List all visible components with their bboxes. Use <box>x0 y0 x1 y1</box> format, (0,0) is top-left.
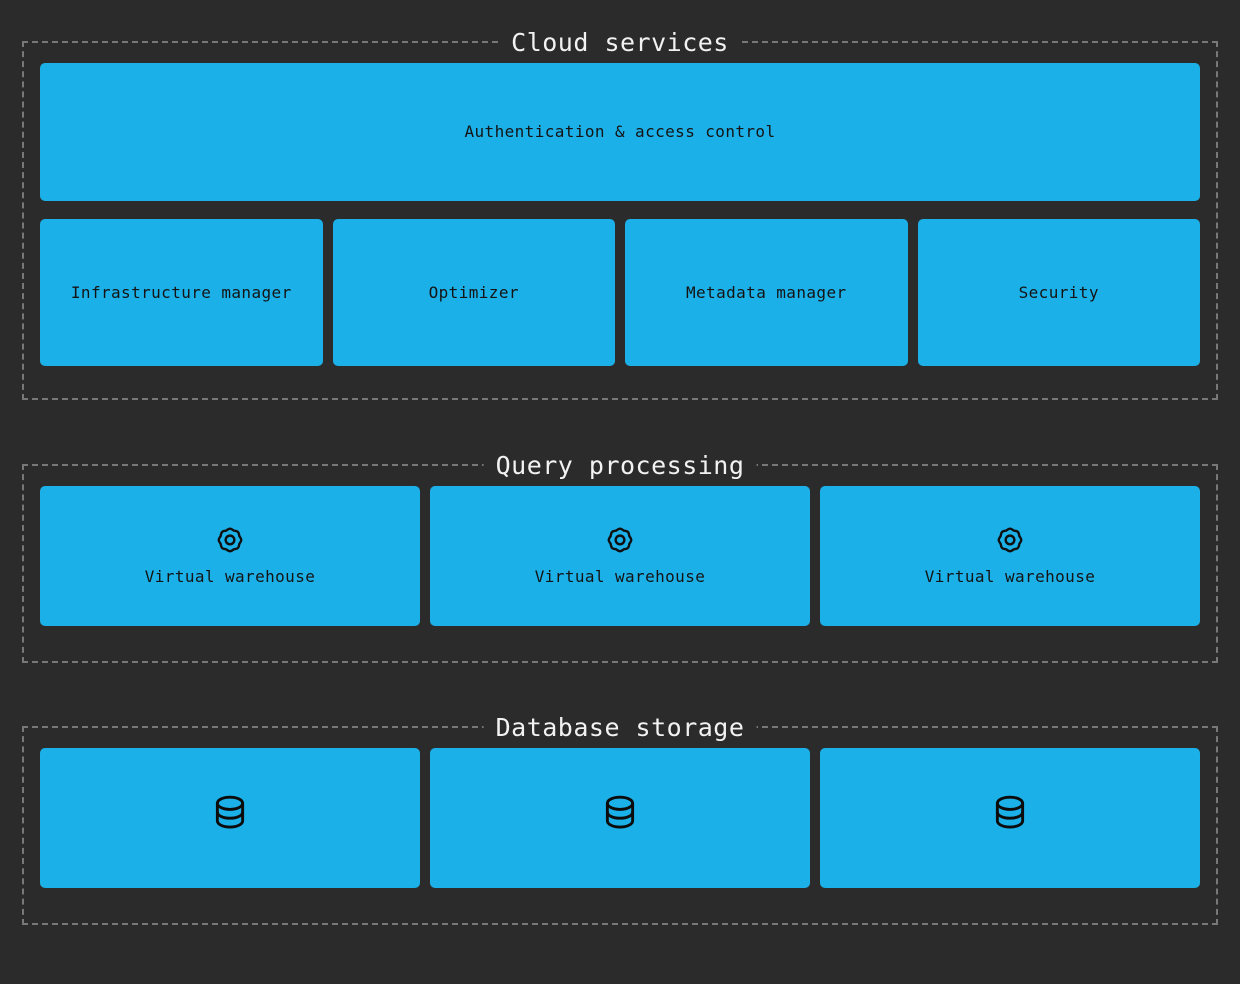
node-label: Virtual warehouse <box>534 567 706 586</box>
section-title-cloud-services: Cloud services <box>499 28 741 58</box>
node-virtual-warehouse-2[interactable]: Virtual warehouse <box>430 486 810 626</box>
database-icon <box>597 791 643 837</box>
node-label: Virtual warehouse <box>144 567 316 586</box>
node-database-storage-2[interactable] <box>430 748 810 888</box>
section-database-storage: Database storage <box>22 713 1218 925</box>
section-body-query-processing: Virtual warehouse Virtual warehouse <box>40 486 1200 626</box>
gear-icon <box>213 525 247 559</box>
section-body-cloud-services: Authentication & access control Infrastr… <box>40 63 1200 366</box>
node-database-storage-3[interactable] <box>820 748 1200 888</box>
section-cloud-services: Cloud services Authentication & access c… <box>22 28 1218 400</box>
gear-icon <box>603 525 637 559</box>
section-title-query-processing: Query processing <box>483 451 757 481</box>
node-row: Authentication & access control <box>40 63 1200 201</box>
node-label: Metadata manager <box>685 282 847 302</box>
node-virtual-warehouse-1[interactable]: Virtual warehouse <box>40 486 420 626</box>
node-authentication-access-control[interactable]: Authentication & access control <box>40 63 1200 201</box>
node-label: Infrastructure manager <box>70 282 292 302</box>
database-icon <box>987 791 1033 837</box>
node-database-storage-1[interactable] <box>40 748 420 888</box>
section-query-processing: Query processing Virtual warehouse <box>22 451 1218 663</box>
database-icon <box>207 791 253 837</box>
node-label: Optimizer <box>428 282 519 302</box>
node-virtual-warehouse-3[interactable]: Virtual warehouse <box>820 486 1200 626</box>
node-row: Infrastructure manager Optimizer Metadat… <box>40 219 1200 366</box>
node-row: Virtual warehouse Virtual warehouse <box>40 486 1200 626</box>
section-body-database-storage <box>40 748 1200 888</box>
node-label: Authentication & access control <box>464 122 776 141</box>
node-label: Virtual warehouse <box>924 567 1096 586</box>
section-title-database-storage: Database storage <box>483 713 757 743</box>
node-optimizer[interactable]: Optimizer <box>332 219 615 366</box>
node-security[interactable]: Security <box>917 219 1200 366</box>
node-infrastructure-manager[interactable]: Infrastructure manager <box>40 219 323 366</box>
gear-icon <box>993 525 1027 559</box>
architecture-diagram: Cloud services Authentication & access c… <box>0 28 1240 984</box>
node-label: Security <box>1018 282 1099 302</box>
node-row <box>40 748 1200 888</box>
node-metadata-manager[interactable]: Metadata manager <box>625 219 908 366</box>
